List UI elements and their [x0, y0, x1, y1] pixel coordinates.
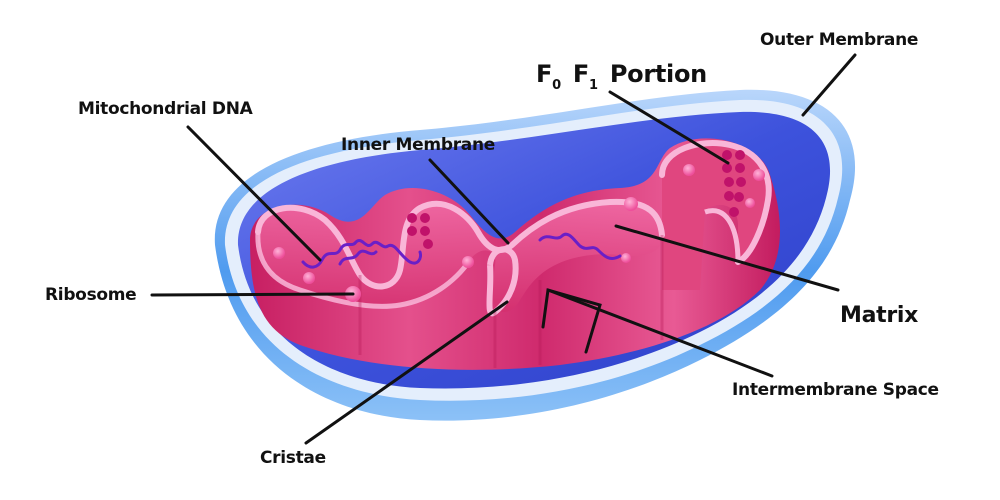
leader-mitochondrial-dna — [186, 125, 322, 262]
leader-f0f1-portion — [608, 90, 730, 165]
label-matrix: Matrix — [840, 303, 919, 328]
label-intermembrane-space: Intermembrane Space — [732, 380, 939, 400]
label-inner-membrane: Inner Membrane — [341, 135, 495, 155]
label-cristae: Cristae — [260, 448, 326, 468]
inner-membrane-matrix — [250, 138, 780, 370]
label-mitochondrial-dna: Mitochondrial DNA — [78, 99, 253, 119]
leader-ribosome — [150, 292, 355, 297]
label-f1-subscript: 1 — [589, 78, 598, 93]
mitochondrial-dna-strands — [301, 232, 622, 269]
label-f1-base: F — [572, 60, 590, 88]
label-outer-membrane: Outer Membrane — [760, 30, 919, 50]
label-f0-subscript: 0 — [552, 78, 561, 93]
leader-inner-membrane — [428, 158, 510, 245]
leader-intermembrane-space — [546, 288, 774, 378]
label-f0f1-portion: F0 F1 Portion — [536, 60, 707, 93]
label-f0-base: F — [536, 60, 553, 88]
leader-lines — [150, 53, 857, 445]
leader-cristae — [304, 300, 509, 445]
leader-matrix — [614, 224, 840, 292]
leader-outer-membrane — [801, 53, 857, 117]
label-portion-text: Portion — [609, 60, 707, 88]
leader-intermembrane-bracket — [541, 288, 602, 354]
label-ribosome: Ribosome — [45, 285, 137, 305]
f0f1-granules — [407, 150, 746, 249]
